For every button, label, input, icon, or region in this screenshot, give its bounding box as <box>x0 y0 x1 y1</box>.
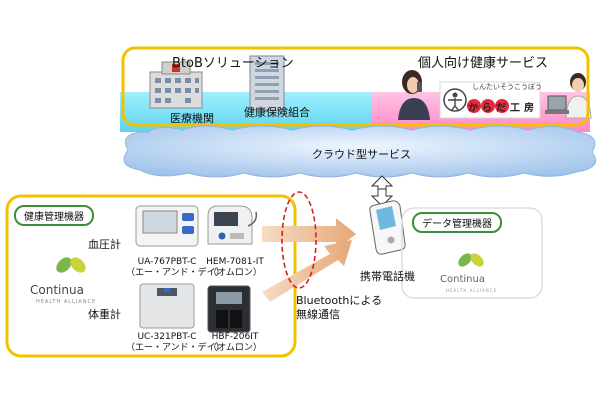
device-maker-uc321: （エー・アンド・デイ） <box>126 343 225 353</box>
btob-title: BtoBソリューション <box>172 56 294 71</box>
top-yellow-frame <box>121 46 590 127</box>
continua-logo-left-icon <box>56 257 86 273</box>
data-mgmt-tag: データ管理機器 <box>412 212 502 233</box>
service-logo-name: からだ工房 <box>468 103 538 114</box>
device-caption-ua767: UA-767PBT-C （エー・アンド・デイ） <box>126 257 225 279</box>
device-maker-hem7081: （オムロン） <box>208 268 262 278</box>
service-logo-kana: しんたいそうこうぼう <box>472 83 542 91</box>
device-model-ua767: UA-767PBT-C <box>137 257 197 267</box>
bluetooth-dashed-ellipse <box>281 191 317 289</box>
arrow-bp-to-phone <box>262 218 356 250</box>
device-model-hbf206: HBF-206IT <box>211 332 259 342</box>
bp-label: 血圧計 <box>88 238 121 251</box>
phone-label: 携帯電話機 <box>360 270 415 283</box>
man-computer-icon <box>545 73 592 119</box>
device-section-tag: 健康管理機器 <box>14 205 94 226</box>
scale-ad-icon <box>139 283 195 329</box>
wireless-line2: 無線通信 <box>296 308 340 321</box>
mobile-phone-icon <box>369 200 406 255</box>
bp-monitor-ad-icon <box>135 205 199 247</box>
body-composition-omron-icon <box>207 285 251 333</box>
woman-phone-icon <box>398 70 430 120</box>
personal-title: 個人向け健康サービス <box>418 56 549 71</box>
device-caption-hem7081: HEM-7081-IT （オムロン） <box>200 257 270 279</box>
btob-sub-insurance: 健康保険組合 <box>244 106 310 119</box>
arrow-scale-to-phone <box>262 240 352 302</box>
device-caption-hbf206: HBF-206IT （オムロン） <box>200 332 270 354</box>
data-mgmt-frame <box>401 207 543 299</box>
continua-logo-right-icon <box>458 253 484 267</box>
cloud-label: クラウド型サービス <box>312 148 411 161</box>
device-model-uc321: UC-321PBT-C <box>137 332 197 342</box>
service-logo <box>439 81 541 119</box>
wireless-line1: Bluetoothによる <box>296 294 383 307</box>
device-maker-hbf206: （オムロン） <box>208 343 262 353</box>
office-building-icon <box>249 55 285 111</box>
continua-left-name: Continua <box>30 283 84 297</box>
continua-left-sub: HEALTH ALLIANCE <box>36 299 97 305</box>
continua-right-name: Continua <box>440 274 485 285</box>
bp-monitor-omron-icon <box>207 205 258 245</box>
wireless-caption: Bluetoothによる 無線通信 <box>296 294 382 322</box>
continua-right-sub: HEALTH ALLIANCE <box>446 288 498 293</box>
scale-label: 体重計 <box>88 308 121 321</box>
device-maker-ua767: （エー・アンド・デイ） <box>126 268 225 278</box>
hospital-building-icon <box>149 61 203 109</box>
device-model-hem7081: HEM-7081-IT <box>206 257 264 267</box>
btob-sub-hospital: 医療機関 <box>170 112 214 125</box>
device-caption-uc321: UC-321PBT-C （エー・アンド・デイ） <box>126 332 225 354</box>
cloud-shape <box>123 125 596 178</box>
